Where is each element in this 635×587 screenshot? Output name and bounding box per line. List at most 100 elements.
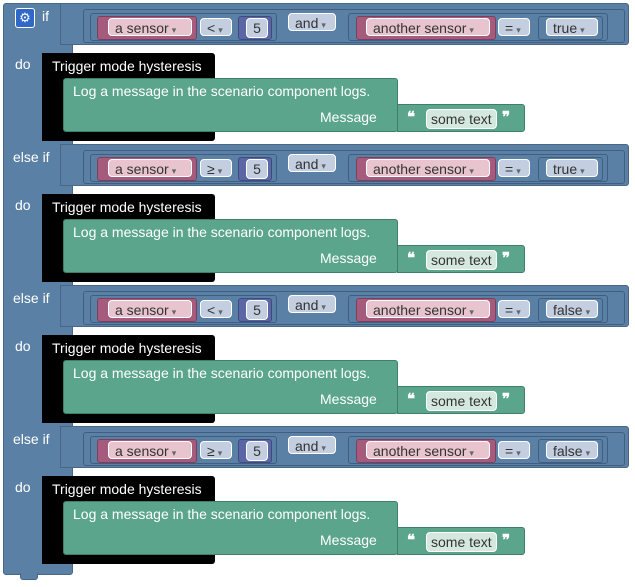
triangle-down-icon: ▾ xyxy=(321,161,326,171)
sensor-dropdown-right-label: another sensor xyxy=(373,20,467,36)
triangle-down-icon: ▾ xyxy=(218,307,223,317)
do-keyword: do xyxy=(15,56,31,72)
message-label: Message xyxy=(320,109,377,125)
gear-icon[interactable]: ⚙ xyxy=(15,8,35,28)
equality-operator-dropdown[interactable]: =▾ xyxy=(498,441,530,459)
text-value-field[interactable]: some text xyxy=(426,391,497,411)
sensor-dropdown-left-label: a sensor xyxy=(115,161,169,177)
triangle-down-icon: ▾ xyxy=(171,166,177,176)
log-message-block[interactable]: Log a message in the scenario component … xyxy=(63,78,525,132)
if-keyword: if xyxy=(42,8,49,24)
text-value-field[interactable]: some text xyxy=(426,532,497,552)
triangle-down-icon: ▾ xyxy=(171,25,177,35)
triangle-down-icon: ▾ xyxy=(469,166,474,176)
logic-operator-label: and xyxy=(295,15,319,31)
quote-open-icon: ❝ xyxy=(407,391,416,408)
text-block[interactable]: ❝some text❞ xyxy=(397,527,525,555)
comparison-operator-dropdown[interactable]: ≥▾ xyxy=(200,159,232,177)
text-block[interactable]: ❝some text❞ xyxy=(397,386,525,414)
triangle-down-icon: ▾ xyxy=(516,307,521,317)
text-value-field[interactable]: some text xyxy=(426,109,497,129)
triangle-down-icon: ▾ xyxy=(469,307,474,317)
boolean-value-dropdown[interactable]: false▾ xyxy=(546,300,598,318)
equality-operator-label: = xyxy=(505,443,514,459)
boolean-value-label: true xyxy=(553,20,578,36)
comparison-operator-label: ≥ xyxy=(207,443,215,459)
log-message-label: Log a message in the scenario component … xyxy=(73,224,371,240)
boolean-value-dropdown[interactable]: true▾ xyxy=(546,18,598,36)
sensor-dropdown-right[interactable]: another sensor▾ xyxy=(366,441,490,459)
equality-operator-dropdown[interactable]: =▾ xyxy=(498,159,530,177)
triangle-down-icon: ▾ xyxy=(218,25,223,35)
quote-close-icon: ❞ xyxy=(502,532,511,549)
sensor-dropdown-right-label: another sensor xyxy=(373,443,467,459)
equality-operator-dropdown[interactable]: =▾ xyxy=(498,18,530,36)
sensor-dropdown-left[interactable]: a sensor▾ xyxy=(108,441,192,459)
sensor-dropdown-right[interactable]: another sensor▾ xyxy=(366,300,490,318)
logic-operator-dropdown[interactable]: and▾ xyxy=(288,13,336,31)
triangle-down-icon: ▾ xyxy=(217,448,223,458)
log-message-block[interactable]: Log a message in the scenario component … xyxy=(63,219,525,273)
comparison-operator-dropdown[interactable]: ≥▾ xyxy=(200,441,232,459)
boolean-value-label: true xyxy=(553,161,578,177)
number-value[interactable]: 5 xyxy=(246,441,268,461)
logic-operator-label: and xyxy=(295,156,319,172)
quote-open-icon: ❝ xyxy=(407,250,416,267)
text-value-field[interactable]: some text xyxy=(426,250,497,270)
log-message-label: Log a message in the scenario component … xyxy=(73,83,371,99)
logic-operator-dropdown[interactable]: and▾ xyxy=(288,295,336,313)
sensor-dropdown-left[interactable]: a sensor▾ xyxy=(108,18,192,36)
do-keyword: do xyxy=(15,197,31,213)
log-message-block[interactable]: Log a message in the scenario component … xyxy=(63,501,525,555)
text-block[interactable]: ❝some text❞ xyxy=(397,245,525,273)
text-block[interactable]: ❝some text❞ xyxy=(397,104,525,132)
triangle-down-icon: ▾ xyxy=(580,25,585,35)
else-if-keyword: else if xyxy=(13,149,50,165)
logic-operator-label: and xyxy=(295,438,319,454)
if-block-bottom-notch xyxy=(20,573,38,580)
do-keyword: do xyxy=(15,479,31,495)
comparison-operator-dropdown[interactable]: <▾ xyxy=(200,18,232,36)
logic-operator-dropdown[interactable]: and▾ xyxy=(288,154,336,172)
sensor-dropdown-left-label: a sensor xyxy=(115,443,169,459)
trigger-mode-label: Trigger mode hysteresis xyxy=(52,340,202,356)
sensor-dropdown-left[interactable]: a sensor▾ xyxy=(108,300,192,318)
boolean-value-label: false xyxy=(553,302,583,318)
triangle-down-icon: ▾ xyxy=(469,25,474,35)
equality-operator-label: = xyxy=(505,161,514,177)
triangle-down-icon: ▾ xyxy=(516,166,521,176)
number-value[interactable]: 5 xyxy=(246,18,268,38)
message-label: Message xyxy=(320,391,377,407)
trigger-mode-label: Trigger mode hysteresis xyxy=(52,199,202,215)
sensor-dropdown-right[interactable]: another sensor▾ xyxy=(366,18,490,36)
message-label: Message xyxy=(320,250,377,266)
quote-close-icon: ❞ xyxy=(502,109,511,126)
trigger-mode-label: Trigger mode hysteresis xyxy=(52,481,202,497)
logic-operator-dropdown[interactable]: and▾ xyxy=(288,436,336,454)
triangle-down-icon: ▾ xyxy=(217,166,223,176)
triangle-down-icon: ▾ xyxy=(516,25,521,35)
triangle-down-icon: ▾ xyxy=(585,307,591,317)
comparison-operator-label: < xyxy=(207,302,216,318)
sensor-dropdown-left-label: a sensor xyxy=(115,20,169,36)
equality-operator-dropdown[interactable]: =▾ xyxy=(498,300,530,318)
message-label: Message xyxy=(320,532,377,548)
equality-operator-label: = xyxy=(505,20,514,36)
comparison-operator-dropdown[interactable]: <▾ xyxy=(200,300,232,318)
log-message-block[interactable]: Log a message in the scenario component … xyxy=(63,360,525,414)
triangle-down-icon: ▾ xyxy=(516,448,521,458)
boolean-value-dropdown[interactable]: false▾ xyxy=(546,441,598,459)
sensor-dropdown-right[interactable]: another sensor▾ xyxy=(366,159,490,177)
number-value[interactable]: 5 xyxy=(246,159,268,179)
number-value[interactable]: 5 xyxy=(246,300,268,320)
else-if-keyword: else if xyxy=(13,431,50,447)
sensor-dropdown-right-label: another sensor xyxy=(373,302,467,318)
comparison-operator-label: < xyxy=(207,20,216,36)
logic-operator-label: and xyxy=(295,297,319,313)
sensor-dropdown-left[interactable]: a sensor▾ xyxy=(108,159,192,177)
equality-operator-label: = xyxy=(505,302,514,318)
triangle-down-icon: ▾ xyxy=(171,307,177,317)
triangle-down-icon: ▾ xyxy=(585,448,591,458)
do-keyword: do xyxy=(15,338,31,354)
boolean-value-dropdown[interactable]: true▾ xyxy=(546,159,598,177)
